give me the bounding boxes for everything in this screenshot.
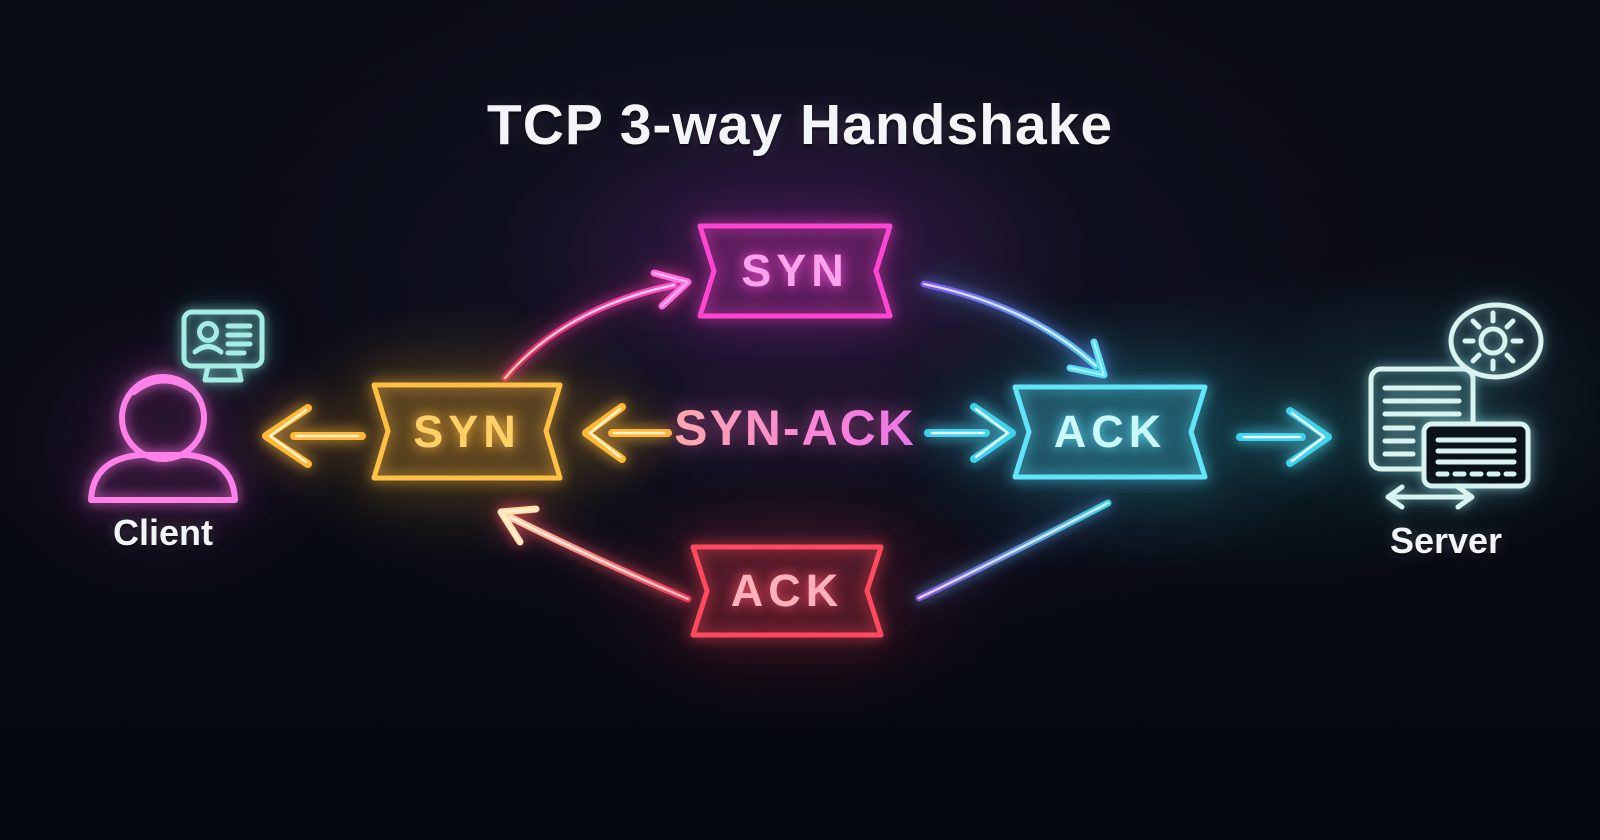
client-label: Client	[112, 512, 213, 553]
person-icon	[88, 374, 238, 503]
syn-up-curve-arrow	[501, 269, 692, 382]
transfer-arrows-icon	[1385, 484, 1475, 510]
syn-left-box	[371, 382, 563, 481]
server-label: Server	[1389, 520, 1503, 561]
ack-to-server-arrow	[1236, 407, 1332, 467]
ack-bottom-to-syn-curve-arrow	[497, 505, 692, 603]
syn-to-client-arrow	[262, 404, 366, 468]
synack-to-ack-arrow	[924, 403, 1016, 463]
syn-top-box	[697, 223, 893, 319]
syn-ack-label: SYN-ACK	[630, 396, 960, 460]
ack-bottom-label: ACK	[730, 565, 844, 616]
syn-top-to-ack-curve-arrow	[920, 280, 1108, 379]
syn-left-label: SYN	[413, 405, 521, 457]
ack-to-ack-bottom-curve	[915, 499, 1112, 602]
documents-icon	[1368, 366, 1531, 489]
synack-to-syn-arrow	[582, 403, 672, 463]
process-icon	[1448, 302, 1544, 380]
ack-right-label: ACK	[1053, 406, 1167, 457]
page-title: TCP 3-way Handshake	[486, 93, 1114, 157]
ack-bottom-box	[690, 544, 884, 638]
syn-top-label: SYN	[741, 245, 849, 296]
ack-right-box	[1012, 384, 1208, 480]
id-card-icon	[181, 309, 265, 383]
